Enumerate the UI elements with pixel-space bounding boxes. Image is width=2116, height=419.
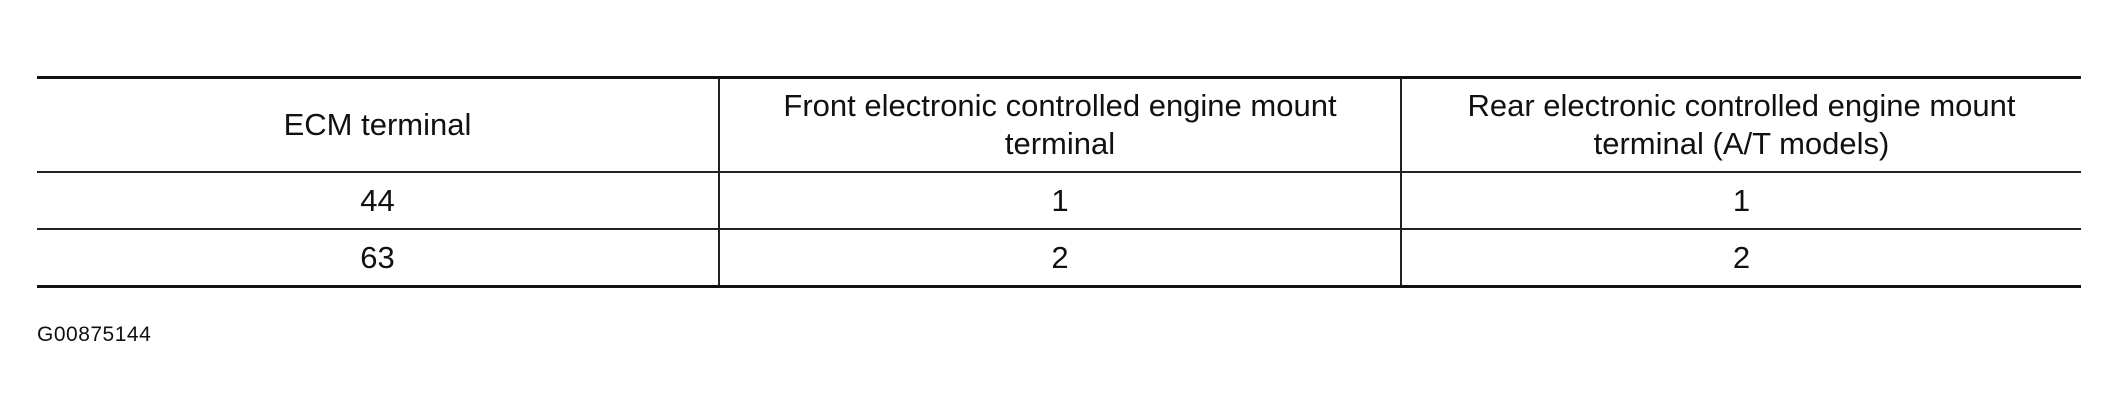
table-body: 44 1 1 63 2 2 [37, 172, 2081, 288]
table-cell-rear: 1 [1400, 172, 2081, 230]
table-cell-rear: 2 [1400, 229, 2081, 288]
table-cell-ecm: 44 [37, 172, 719, 230]
figure-id: G00875144 [37, 323, 152, 346]
table-cell-front: 1 [718, 172, 1401, 230]
table-row: 63 2 2 [37, 229, 2081, 288]
table-header: ECM terminal Front electronic controlled… [37, 76, 2081, 173]
header-ecm-terminal: ECM terminal [37, 76, 719, 173]
header-front-mount-terminal: Front electronic controlled engine mount… [718, 76, 1401, 173]
table-cell-ecm: 63 [37, 229, 719, 288]
header-row: ECM terminal Front electronic controlled… [37, 76, 2081, 173]
table-cell-front: 2 [718, 229, 1401, 288]
header-rear-mount-terminal: Rear electronic controlled engine mount … [1400, 76, 2081, 173]
table-row: 44 1 1 [37, 172, 2081, 230]
terminal-table: ECM terminal Front electronic controlled… [37, 76, 2081, 288]
